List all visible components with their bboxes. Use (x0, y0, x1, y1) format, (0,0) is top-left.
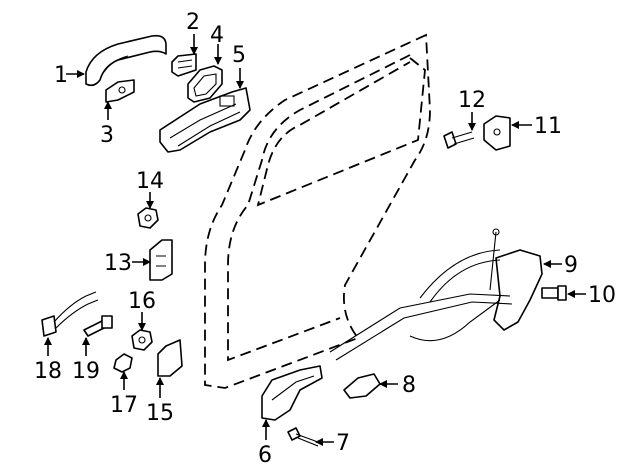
callout-7: 7 (336, 431, 350, 456)
callout-9: 9 (564, 253, 578, 278)
callout-1: 1 (54, 63, 68, 88)
bolt-12-part (443, 131, 475, 149)
outside-handle-part (85, 34, 167, 87)
callout-4: 4 (210, 23, 224, 48)
callout-11: 11 (534, 114, 562, 139)
bolt-19-part (83, 315, 113, 337)
striker-part (483, 115, 511, 151)
callout-15: 15 (146, 401, 174, 426)
callout-12: 12 (458, 88, 486, 113)
handle-frame-part (159, 87, 251, 153)
bolt-10-part (541, 285, 567, 301)
handle-cap-part (171, 53, 197, 77)
callout-13: 13 (104, 251, 132, 276)
callout-19: 19 (72, 359, 100, 384)
door-outline (204, 33, 431, 389)
nut-14-part (137, 207, 159, 229)
callout-10: 10 (588, 283, 616, 308)
callout-arrows (44, 34, 586, 446)
callout-labels: 1 2 3 4 5 6 7 8 9 10 11 12 13 14 15 16 1… (34, 10, 616, 468)
bezel-part (343, 373, 381, 399)
screw-17-part (113, 353, 133, 373)
nut-16-part (131, 329, 153, 351)
screw-7-part (287, 427, 319, 447)
callout-14: 14 (136, 169, 164, 194)
gasket-part (187, 65, 223, 103)
cable-clip-18-part (41, 291, 99, 337)
callout-18: 18 (34, 359, 62, 384)
latch-assembly-part (329, 228, 543, 361)
callout-16: 16 (128, 289, 156, 314)
bracket-15-part (157, 339, 183, 377)
clip-13-part (149, 239, 173, 281)
callout-6: 6 (258, 443, 272, 468)
callout-8: 8 (402, 373, 416, 398)
callout-5: 5 (232, 43, 246, 68)
handle-bracket-part (105, 79, 135, 103)
callout-2: 2 (186, 10, 200, 35)
callout-17: 17 (110, 393, 138, 418)
inside-handle-part (261, 365, 323, 421)
callout-3: 3 (100, 123, 114, 148)
